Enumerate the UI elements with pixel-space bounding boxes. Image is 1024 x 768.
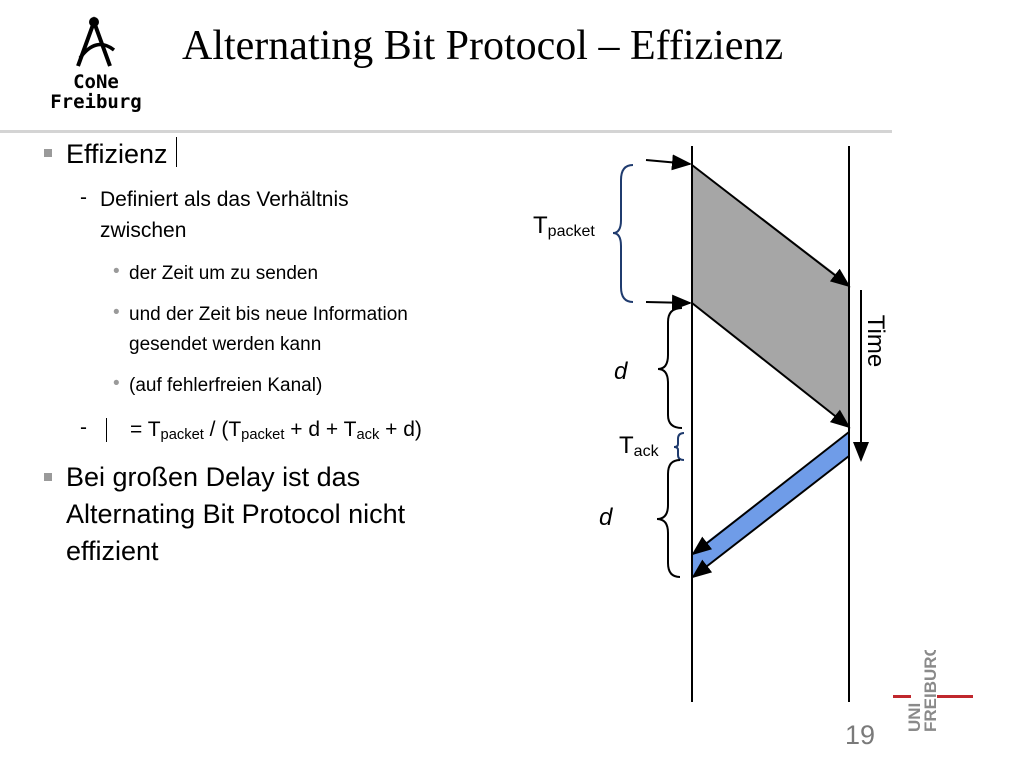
t-ack-label-sub: ack [633, 443, 659, 460]
sub-sub-bullet-1: der Zeit um zu senden [129, 263, 319, 284]
t-packet-brace [612, 164, 634, 303]
sub-sub-bullet-2: und der Zeit bis neue Information gesend… [129, 300, 408, 360]
t-packet-end-marker [645, 294, 692, 311]
sub-sub-bullet-3: (auf fehlerfreien Kanal) [129, 375, 323, 396]
t-packet-start-marker [645, 154, 692, 171]
ack-end-edge [691, 455, 850, 579]
page-number: 19 [845, 720, 876, 750]
slide-title: Alternating Bit Protocol – Effizienz [182, 23, 784, 69]
logo-text-freiburg: Freiburg [50, 91, 142, 113]
definition-line2: zwischen [100, 219, 187, 242]
ack-start-edge [691, 431, 850, 556]
bullet-delay-line1: Bei großen Delay ist das [66, 462, 361, 492]
dash-marker: - [80, 416, 87, 439]
delay-label-2: d [599, 504, 613, 531]
logo-text-cone: CoNe [73, 71, 119, 93]
d1-brace [657, 307, 683, 429]
bullet-efficiency-text: Effizienz [66, 139, 168, 169]
t-ack-label: Tack [619, 432, 659, 461]
sub-sub-bullet-2-line2: gesendet werden kann [129, 334, 322, 355]
delay-label-1: d [614, 358, 628, 385]
formula-part: + d + T [284, 418, 357, 441]
sub-sub-bullet-2-line1: und der Zeit bis neue Information [129, 304, 408, 325]
uni-logo-red-bar [893, 695, 911, 698]
bullet-delay-line3: effizient [66, 536, 159, 566]
packet-transmission [692, 165, 849, 427]
formula-part: / (T [203, 418, 242, 441]
packet-start-edge [691, 164, 851, 288]
t-ack-label-t: T [619, 432, 634, 459]
sub-bullet-definition: Definiert als das Verhältnis zwischen [100, 184, 349, 246]
efficiency-formula: = Tpacket / (Tpacket + d + Tack + d) [130, 414, 422, 451]
uni-logo-text-uni: UNI [905, 703, 924, 732]
cone-antenna-icon [76, 16, 116, 67]
dash-marker: - [80, 186, 87, 209]
t-packet-label: Tpacket [533, 212, 595, 241]
packet-end-edge [691, 302, 851, 429]
text-cursor [106, 418, 107, 442]
uni-logo-text-freiburg: FREIBURG [921, 650, 940, 732]
formula-part: packet [160, 427, 204, 443]
dot-marker: • [113, 302, 120, 323]
t-ack-brace [673, 432, 685, 461]
formula-part: packet [241, 427, 285, 443]
ack-transmission [692, 432, 849, 577]
uni-freiburg-logo: FREIBURG UNI [893, 650, 973, 732]
bullet-efficiency: Effizienz [66, 136, 177, 173]
dot-marker: • [113, 373, 120, 394]
bullet-delay: Bei großen Delay ist das Alternating Bit… [66, 459, 405, 570]
d2-brace [656, 459, 681, 578]
dot-marker: • [113, 261, 120, 282]
t-packet-label-t: T [533, 212, 548, 239]
bullet-marker [44, 149, 52, 157]
definition-line1: Definiert als das Verhältnis [100, 188, 349, 211]
bullet-marker [44, 473, 52, 481]
formula-part: + d) [379, 418, 422, 441]
title-divider [0, 130, 892, 133]
t-packet-label-sub: packet [547, 223, 595, 240]
cone-freiburg-logo: CoNe Freiburg [40, 14, 152, 114]
formula-part: = T [130, 418, 161, 441]
time-axis-label: Time [862, 314, 889, 368]
formula-part: ack [356, 427, 380, 443]
text-cursor [175, 137, 177, 167]
bullet-delay-line2: Alternating Bit Protocol nicht [66, 499, 406, 529]
uni-logo-red-bar [937, 695, 973, 698]
